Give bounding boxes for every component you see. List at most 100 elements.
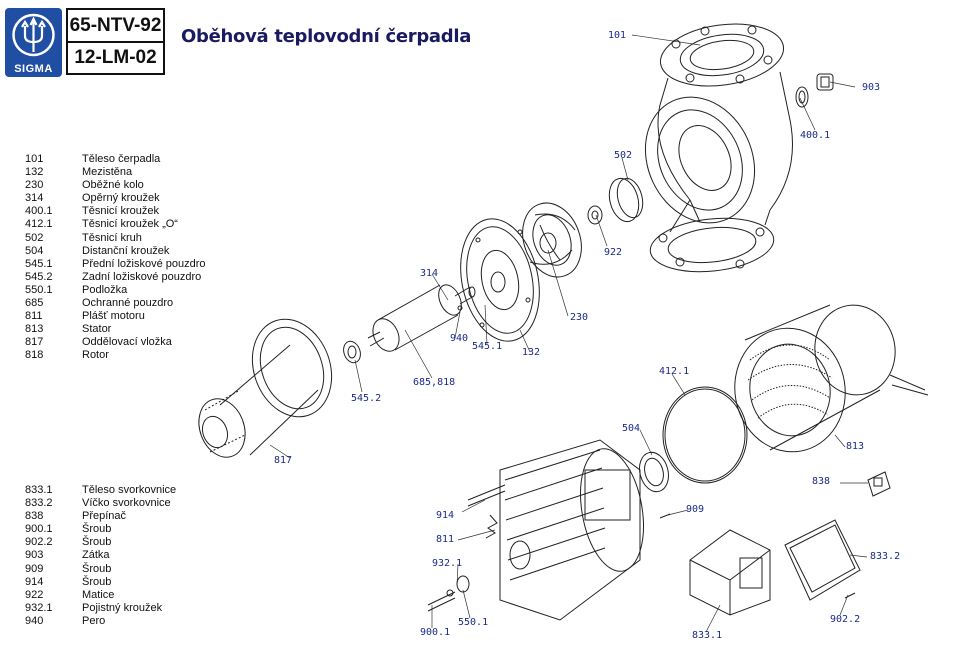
legend-part-number: 314 — [25, 192, 44, 205]
switch-838 — [867, 471, 891, 497]
callout-914: 914 — [436, 510, 455, 521]
legend-part-number: 685 — [25, 297, 44, 310]
legend-part-number: 900.1 — [25, 523, 53, 536]
bolt-914 — [467, 484, 506, 507]
legend-row: 545.2 Zadní ložiskové pouzdro — [25, 271, 206, 284]
legend-part-name: Opěrný kroužek — [82, 192, 160, 205]
legend-part-name: Víčko svorkovnice — [82, 497, 171, 510]
legend-row: 685 Ochranné pouzdro — [25, 297, 206, 310]
legend-part-number: 902.2 — [25, 536, 53, 549]
callout-545-2: 545.2 — [351, 393, 382, 404]
legend-part-number: 545.1 — [25, 257, 53, 270]
callout-400-1: 400.1 — [800, 130, 831, 141]
legend-part-number: 101 — [25, 153, 44, 165]
plug-903 — [816, 73, 834, 91]
callout-932-1: 932.1 — [432, 558, 463, 569]
legend-part-number: 502 — [25, 231, 44, 244]
legend-part-number: 833.1 — [25, 484, 53, 496]
legend-part-name: Těsnicí kruh — [82, 231, 142, 244]
legend-part-number: 903 — [25, 549, 44, 562]
legend-row: 132 Mezistěna — [25, 166, 206, 179]
rotor-818 — [367, 284, 476, 352]
callout-550-1: 550.1 — [458, 617, 489, 628]
legend-part-name: Šroub — [82, 575, 112, 588]
callout-811: 811 — [436, 534, 455, 545]
legend-part-name: Šroub — [82, 523, 112, 536]
legend-part-number: 932.1 — [25, 601, 53, 614]
legend-row: 922 Matice — [25, 589, 176, 602]
terminal-lid-833-2 — [784, 519, 861, 601]
legend-part-name: Těleso svorkovnice — [82, 484, 177, 496]
wear-ring-502 — [608, 177, 640, 223]
legend-part-number: 545.2 — [25, 270, 53, 283]
motor-housing-811 — [485, 439, 644, 621]
legend-part-name: Plášť motoru — [82, 310, 145, 323]
callout-909: 909 — [686, 504, 705, 515]
legend-part-name: Ochranné pouzdro — [82, 297, 174, 310]
callout-101: 101 — [608, 30, 627, 41]
bearing-545-2 — [343, 340, 361, 364]
legend-part-name: Šroub — [82, 536, 112, 549]
legend-part-name: Přední ložiskové pouzdro — [82, 257, 206, 270]
legend-row: 412.1 Těsnicí kroužek „O“ — [25, 218, 206, 231]
legend-part-name: Stator — [82, 323, 112, 336]
washer-550-1 — [456, 575, 470, 593]
parts-legend-bottom: 833.1 Těleso svorkovnice 833.2 Víčko svorko… — [25, 484, 176, 628]
legend-part-number: 833.2 — [25, 497, 53, 510]
sealing-ring-400-1 — [795, 86, 809, 108]
legend-part-name: Zadní ložiskové pouzdro — [82, 270, 202, 283]
legend-row: 545.1 Přední ložiskové pouzdro — [25, 258, 206, 271]
callout-545-1: 545.1 — [472, 341, 503, 352]
callout-314: 314 — [420, 268, 439, 279]
legend-part-number: 838 — [25, 510, 44, 523]
legend-part-name: Matice — [82, 588, 115, 601]
callout-900-1: 900.1 — [420, 627, 451, 638]
legend-part-number: 909 — [25, 562, 44, 575]
leader-lines — [269, 34, 868, 633]
legend-row: 502 Těsnicí kruh — [25, 232, 206, 245]
legend-part-number: 412.1 — [25, 218, 53, 231]
parts-legend-top: 101 Těleso čerpadla 132 Mezistěna 230 Oběžné … — [25, 153, 206, 363]
legend-part-number: 550.1 — [25, 283, 53, 296]
logo-wordmark: SIGMA — [14, 63, 53, 75]
sigma-logo: SIGMA — [5, 8, 62, 77]
legend-row: 833.2 Víčko svorkovnice — [25, 497, 176, 510]
snap-ring-932-1 — [446, 589, 454, 597]
legend-part-name: Rotor — [82, 349, 109, 362]
legend-part-number: 914 — [25, 575, 44, 588]
legend-part-number: 230 — [25, 179, 44, 192]
legend-part-name: Mezistěna — [82, 166, 133, 179]
pump-housing — [644, 23, 793, 273]
callout-813: 813 — [846, 441, 865, 452]
legend-row: 900.1 Šroub — [25, 523, 176, 536]
legend-row: 902.2 Šroub — [25, 536, 176, 549]
legend-part-number: 817 — [25, 336, 44, 349]
legend-part-name: Těsnicí kroužek „O“ — [82, 218, 178, 231]
terminal-box-833-1 — [689, 529, 771, 616]
trident-icon — [12, 13, 55, 57]
legend-part-name: Těleso čerpadla — [82, 153, 161, 165]
legend-part-number: 922 — [25, 588, 44, 601]
legend-part-name: Distanční kroužek — [82, 244, 170, 257]
separating-can-817 — [198, 318, 333, 458]
legend-part-name: Pojistný kroužek — [82, 601, 163, 614]
legend-part-name: Oběžné kolo — [82, 179, 144, 192]
legend-part-number: 504 — [25, 244, 44, 257]
legend-part-name: Přepínač — [82, 510, 127, 523]
legend-part-number: 132 — [25, 166, 44, 179]
callout-132: 132 — [522, 347, 541, 358]
legend-row: 314 Opěrný kroužek — [25, 192, 206, 205]
legend-part-name: Těsnicí kroužek — [82, 205, 160, 218]
callout-922: 922 — [604, 247, 623, 258]
callout-230: 230 — [570, 312, 589, 323]
page-title: Oběhová teplovodní čerpadla — [181, 26, 472, 47]
callout-685-818: 685,818 — [413, 377, 456, 388]
